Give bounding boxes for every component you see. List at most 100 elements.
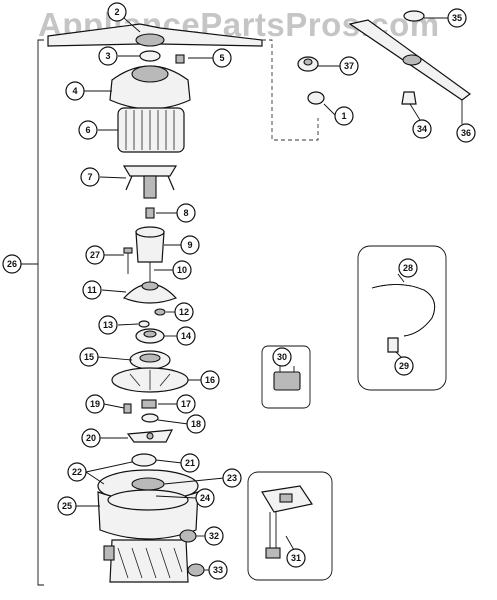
svg-text:7: 7 [87, 172, 92, 182]
part-hub-21 [131, 453, 157, 467]
part-washer-13 [138, 320, 150, 328]
hose-kit-box [357, 245, 447, 391]
callout-34: 34 [412, 119, 432, 139]
part-seal-housing [122, 281, 178, 304]
svg-text:32: 32 [209, 531, 219, 541]
part-relay-30 [273, 366, 301, 391]
part-impeller [122, 165, 178, 199]
part-nut-37 [297, 56, 319, 72]
part-gasket-15 [129, 350, 171, 370]
svg-text:8: 8 [183, 208, 188, 218]
svg-text:18: 18 [191, 419, 201, 429]
svg-text:27: 27 [90, 250, 100, 260]
callout-24: 24 [195, 488, 215, 508]
svg-text:15: 15 [84, 352, 94, 362]
part-fastener-8 [145, 207, 155, 219]
part-plate-16 [111, 367, 189, 393]
callout-31: 31 [286, 548, 306, 568]
svg-text:31: 31 [291, 553, 301, 563]
callout-14: 14 [176, 326, 196, 346]
svg-text:21: 21 [185, 458, 195, 468]
callout-27: 27 [85, 245, 105, 265]
callout-21: 21 [180, 453, 200, 473]
part-clip-34 [401, 91, 417, 105]
part-clamp-29 [387, 337, 399, 353]
svg-text:36: 36 [461, 128, 471, 138]
part-bearing-1 [307, 91, 325, 105]
svg-text:26: 26 [7, 259, 17, 269]
part-clip-17 [141, 399, 157, 409]
svg-text:5: 5 [219, 53, 224, 63]
svg-text:25: 25 [62, 501, 72, 511]
svg-text:24: 24 [200, 493, 210, 503]
callout-17: 17 [176, 394, 196, 414]
svg-text:37: 37 [344, 61, 354, 71]
callout-4: 4 [65, 81, 85, 101]
callout-29: 29 [394, 356, 414, 376]
callout-8: 8 [176, 203, 196, 223]
part-upper-spray-arm [348, 19, 472, 101]
callout-32: 32 [204, 526, 224, 546]
part-chopper [126, 429, 174, 443]
part-screw-19 [123, 403, 132, 414]
svg-text:13: 13 [103, 320, 113, 330]
svg-text:29: 29 [399, 361, 409, 371]
svg-text:17: 17 [181, 399, 191, 409]
callout-23: 23 [222, 468, 242, 488]
callout-16: 16 [200, 370, 220, 390]
bracket-26 [37, 39, 44, 586]
svg-text:6: 6 [85, 125, 90, 135]
part-hose [371, 284, 436, 337]
part-nozzle-35 [403, 10, 425, 22]
svg-text:33: 33 [213, 565, 223, 575]
part-seal-cup [135, 226, 165, 263]
svg-text:9: 9 [187, 240, 192, 250]
part-filter-screen [117, 107, 185, 153]
part-pump-base [97, 469, 199, 540]
svg-text:30: 30 [277, 352, 287, 362]
dashed-assembly-line [262, 39, 319, 141]
svg-text:19: 19 [90, 399, 100, 409]
part-pump-housing [109, 65, 191, 110]
svg-text:4: 4 [72, 86, 77, 96]
svg-text:34: 34 [417, 124, 427, 134]
callout-30: 30 [272, 347, 292, 367]
svg-text:1: 1 [341, 111, 346, 121]
part-washer-12 [154, 308, 166, 316]
part-bolt-27 [123, 247, 133, 274]
callout-25: 25 [57, 496, 77, 516]
svg-text:11: 11 [87, 285, 97, 295]
callout-1: 1 [334, 106, 354, 126]
callout-6: 6 [78, 120, 98, 140]
relay-box [261, 345, 311, 409]
part-nut-33 [187, 563, 205, 577]
callout-22: 22 [67, 462, 87, 482]
callout-37: 37 [339, 56, 359, 76]
part-thermostat-31 [261, 485, 313, 559]
part-arm-hub [139, 50, 161, 62]
callout-26: 26 [2, 254, 22, 274]
part-nut-32 [179, 529, 197, 543]
callout-11: 11 [82, 280, 102, 300]
svg-text:20: 20 [86, 433, 96, 443]
svg-text:3: 3 [105, 51, 110, 61]
thermostat-box [247, 471, 333, 581]
callout-15: 15 [79, 347, 99, 367]
svg-text:28: 28 [403, 263, 413, 273]
callout-13: 13 [98, 315, 118, 335]
svg-text:22: 22 [72, 467, 82, 477]
callout-5: 5 [212, 48, 232, 68]
callout-28: 28 [398, 258, 418, 278]
svg-text:14: 14 [181, 331, 191, 341]
part-motor [103, 539, 189, 583]
callout-7: 7 [80, 167, 100, 187]
svg-text:2: 2 [114, 7, 119, 17]
callout-18: 18 [186, 414, 206, 434]
callout-19: 19 [85, 394, 105, 414]
callout-10: 10 [172, 260, 192, 280]
callout-35: 35 [447, 8, 467, 28]
callout-12: 12 [174, 302, 194, 322]
part-lower-spray-arm [47, 23, 263, 47]
